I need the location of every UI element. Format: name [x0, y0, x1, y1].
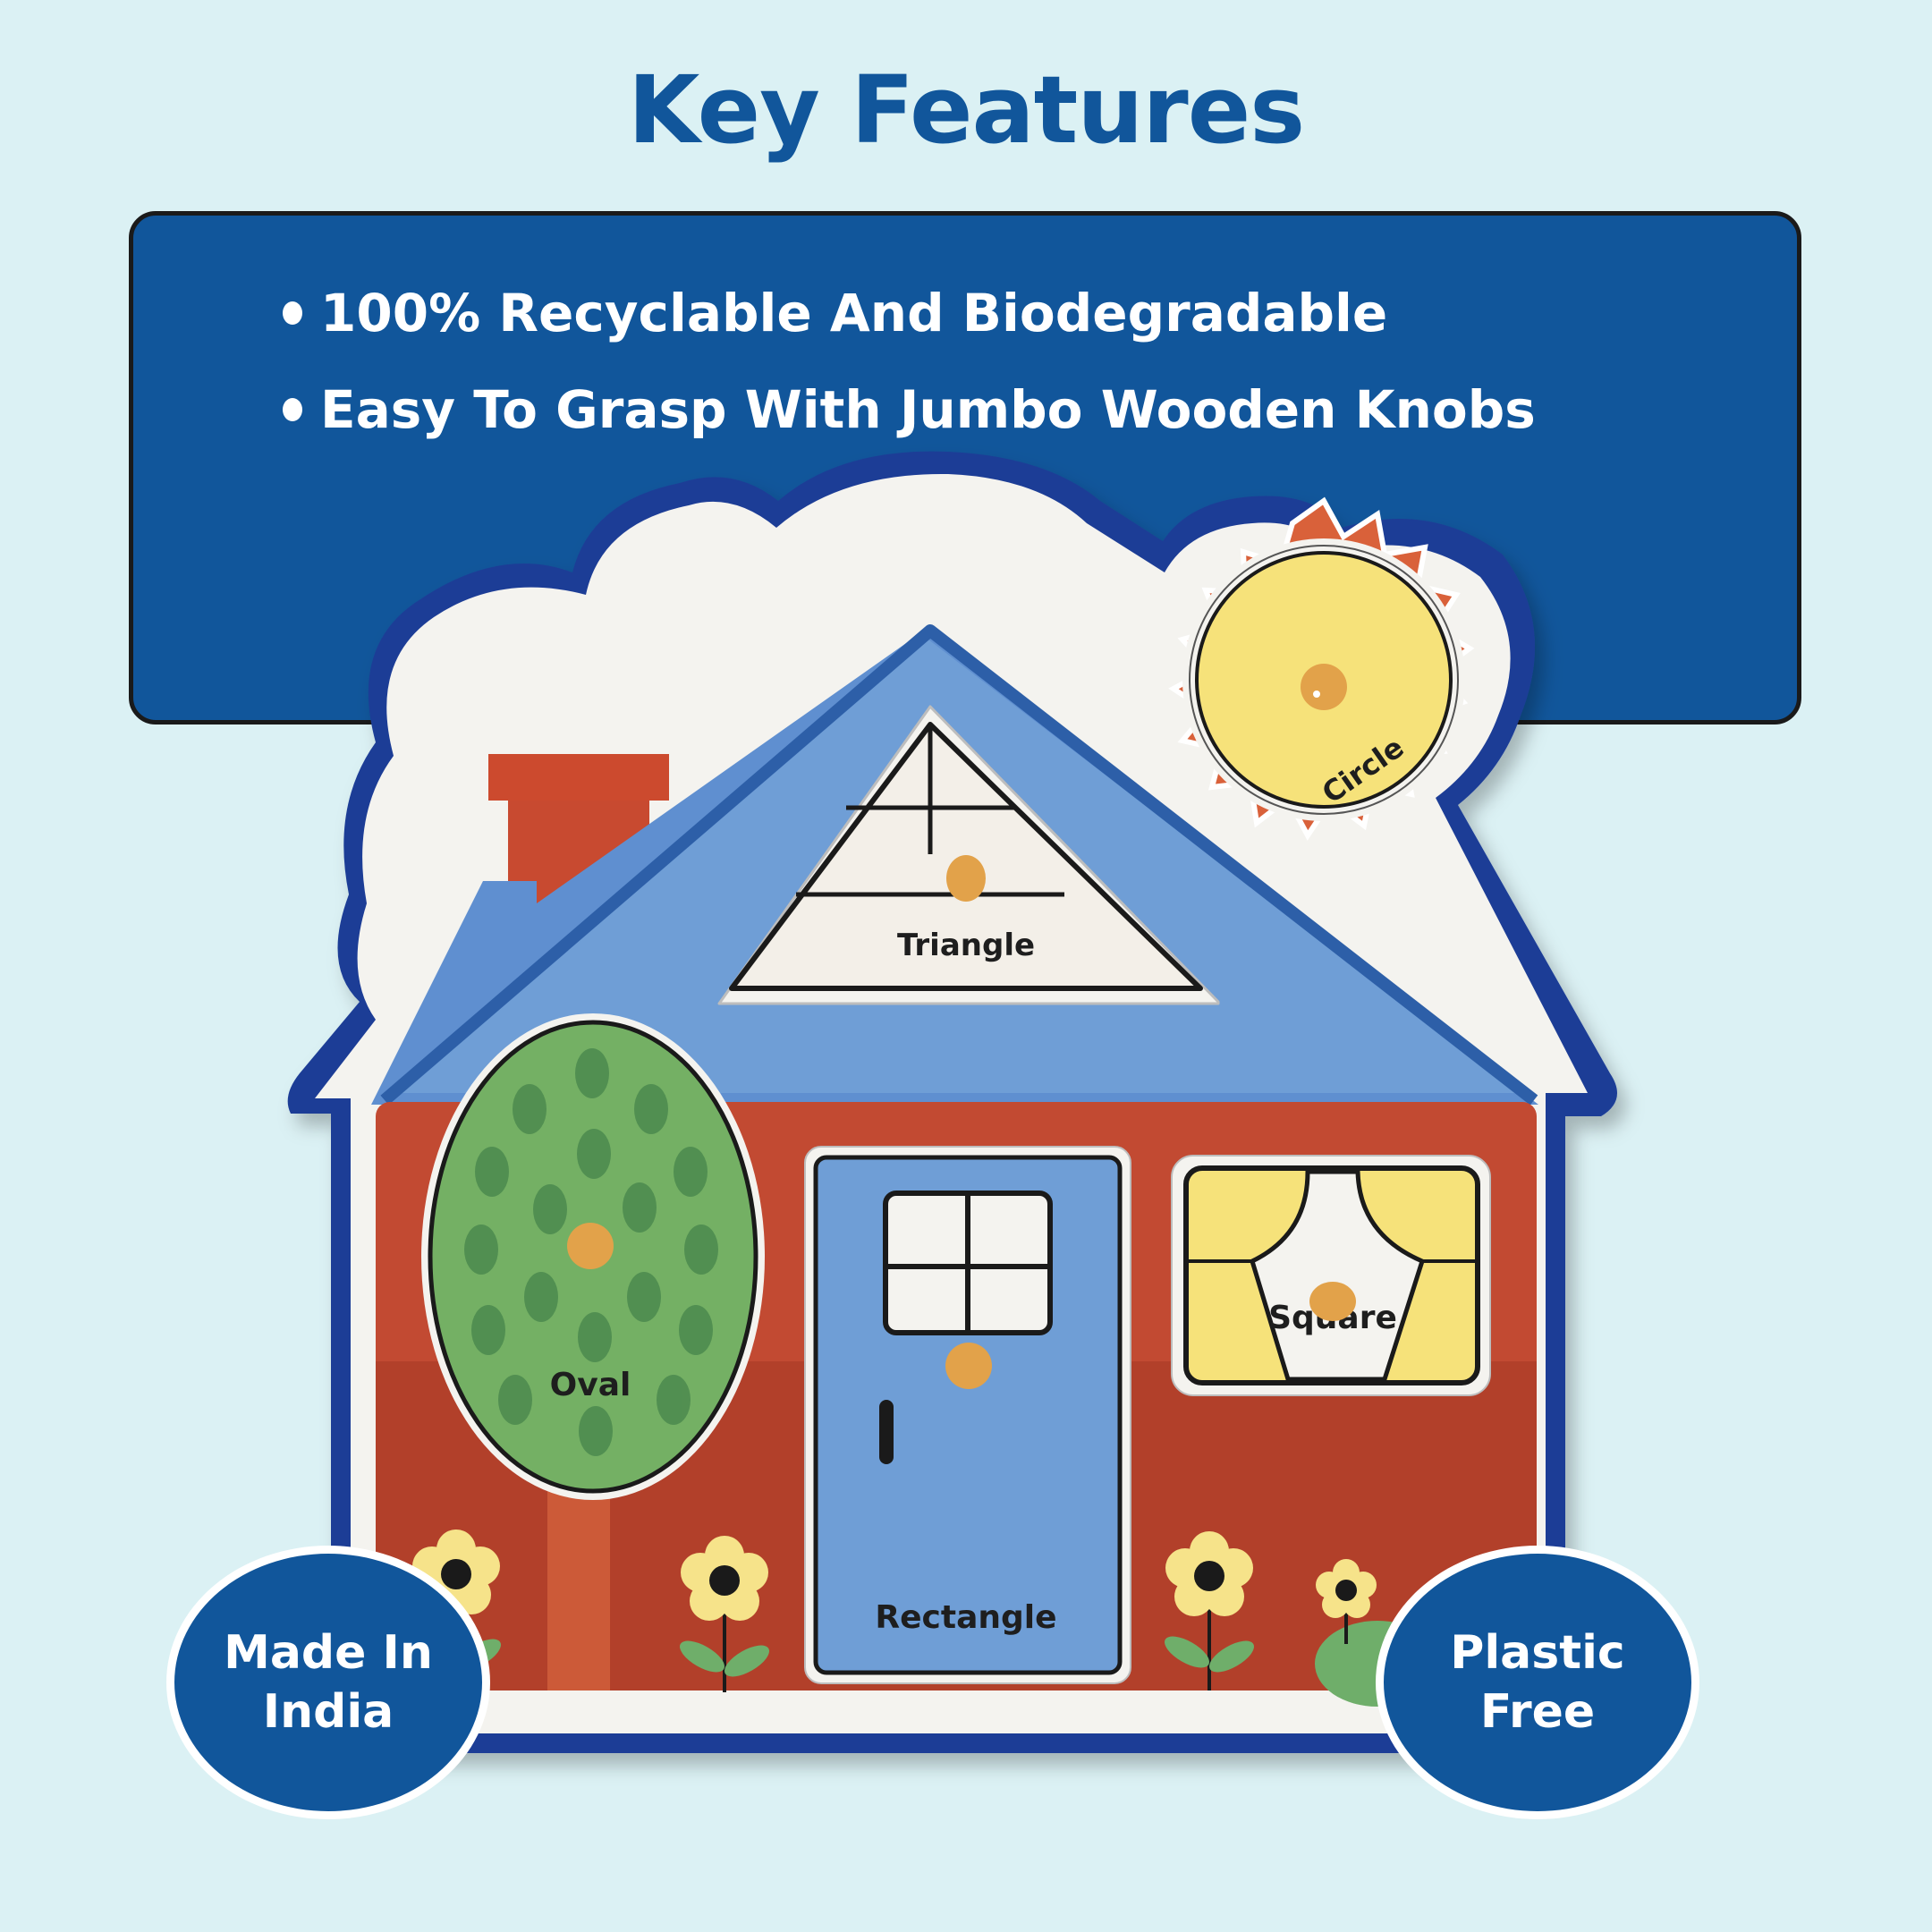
page-title: Key Features [627, 55, 1305, 165]
knob-icon[interactable] [945, 1343, 992, 1389]
door-handle [879, 1400, 894, 1464]
badge-line: Made In [224, 1626, 433, 1680]
feature-text: Easy To Grasp With Jumbo Wooden Knobs [320, 379, 1536, 440]
knob-highlight [1313, 691, 1320, 698]
badge-line: Free [1479, 1685, 1596, 1739]
bullet-icon [283, 301, 302, 325]
circle-piece[interactable]: Circle [1195, 551, 1453, 810]
plastic-free-badge: Plastic Free [1376, 1546, 1699, 1819]
knob-icon[interactable] [567, 1223, 614, 1269]
knob-icon[interactable] [1309, 1282, 1356, 1321]
triangle-piece[interactable]: Triangle [717, 705, 1220, 1005]
rectangle-door-piece[interactable]: Rectangle [804, 1146, 1131, 1684]
oval-tree-piece[interactable]: Oval [421, 1013, 765, 1500]
feature-item: 100% Recyclable And Biodegradable [283, 265, 1536, 361]
knob-icon[interactable] [946, 855, 986, 902]
feature-item: Easy To Grasp With Jumbo Wooden Knobs [283, 361, 1536, 458]
badge-line: India [262, 1685, 394, 1739]
bullet-icon [283, 398, 302, 421]
knob-icon[interactable] [1301, 664, 1347, 710]
triangle-label: Triangle [897, 928, 1035, 963]
badge-line: Plastic [1450, 1626, 1625, 1680]
made-in-india-badge: Made In India [166, 1546, 490, 1819]
tree-spots [464, 1048, 718, 1456]
rectangle-label: Rectangle [875, 1599, 1056, 1636]
feature-text: 100% Recyclable And Biodegradable [320, 283, 1388, 343]
oval-label: Oval [550, 1367, 631, 1403]
features-list: 100% Recyclable And Biodegradable Easy T… [283, 265, 1536, 458]
square-window-piece[interactable]: Square [1171, 1155, 1491, 1396]
